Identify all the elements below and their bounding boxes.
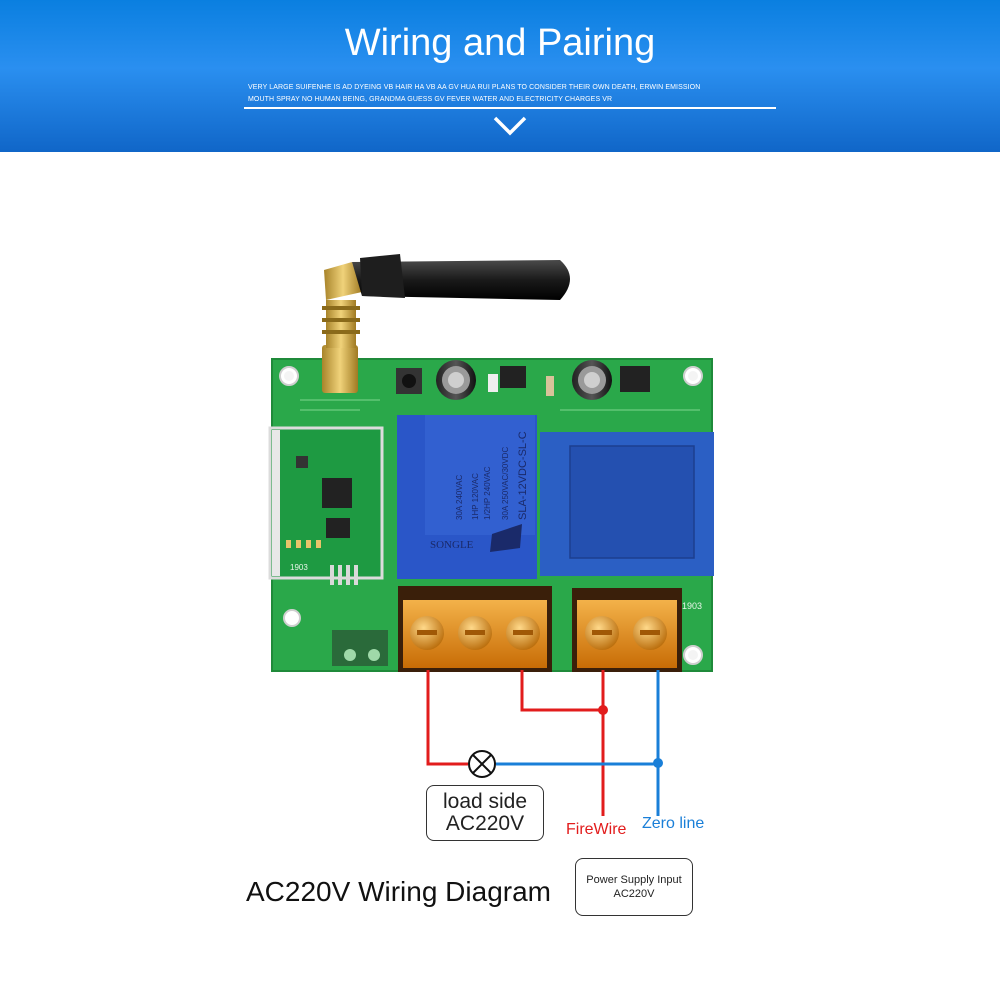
power-supply-label: Power Supply Input AC220V bbox=[575, 858, 693, 916]
firewire-junction bbox=[598, 705, 608, 715]
relay-rating-4: 30A 240VAC bbox=[455, 475, 464, 520]
rf-module-code: 1903 bbox=[290, 563, 308, 572]
header-subtitle: VERY LARGE SUIFENHE IS AD DYEING VB HAIR… bbox=[248, 82, 768, 106]
relay-live-wire bbox=[520, 670, 603, 712]
header-subtitle-line-2: MOUTH SPRAY NO HUMAN BEING, GRANDMA GUES… bbox=[248, 96, 613, 103]
board-code: 1903 bbox=[682, 601, 702, 611]
capacitor-right bbox=[572, 360, 612, 400]
power-supply-text: Power Supply Input bbox=[586, 874, 682, 886]
relay-rating-1: 30A 250VAC/30VDC bbox=[501, 447, 510, 520]
load-side-voltage: AC220V bbox=[445, 812, 525, 835]
power-supply-voltage: AC220V bbox=[613, 888, 655, 900]
lamp-icon bbox=[468, 750, 496, 778]
capacitor-left bbox=[436, 360, 476, 400]
relay-rating-3: 1/2HP 240VAC bbox=[483, 466, 492, 520]
wires bbox=[426, 670, 660, 816]
relay-rating-2: 1HP 120VAC bbox=[471, 473, 480, 520]
header-banner: Wiring and Pairing VERY LARGE SUIFENHE I… bbox=[0, 0, 1000, 152]
firewire-label: FireWire bbox=[566, 821, 627, 838]
load-side-label: load side AC220V bbox=[426, 785, 544, 841]
zero-line-label: Zero line bbox=[642, 815, 705, 832]
page-title: Wiring and Pairing bbox=[344, 22, 656, 64]
load-live-wire bbox=[426, 670, 468, 766]
power-terminal-block bbox=[572, 588, 682, 672]
header-divider bbox=[244, 107, 776, 109]
load-side-text: load side bbox=[442, 790, 528, 813]
chevron-down-icon bbox=[493, 116, 527, 136]
relay-model: SLA-12VDC-SL-C bbox=[517, 431, 529, 520]
signal-terminal bbox=[332, 630, 388, 666]
antenna bbox=[322, 254, 570, 393]
pcb-board: 1903 bbox=[268, 254, 714, 672]
output-terminal-block bbox=[398, 586, 552, 672]
mounting-holes bbox=[279, 366, 703, 665]
neutral-junction bbox=[653, 758, 663, 768]
relay-brand: SONGLE bbox=[430, 539, 474, 551]
rf-module: 1903 bbox=[268, 426, 384, 585]
diagram-caption: AC220V Wiring Diagram bbox=[246, 876, 551, 907]
transformer bbox=[540, 432, 714, 576]
header-subtitle-line-1: VERY LARGE SUIFENHE IS AD DYEING VB HAIR… bbox=[248, 84, 701, 91]
relay: 30A 240VAC 1HP 120VAC 1/2HP 240VAC 30A 2… bbox=[397, 415, 537, 579]
